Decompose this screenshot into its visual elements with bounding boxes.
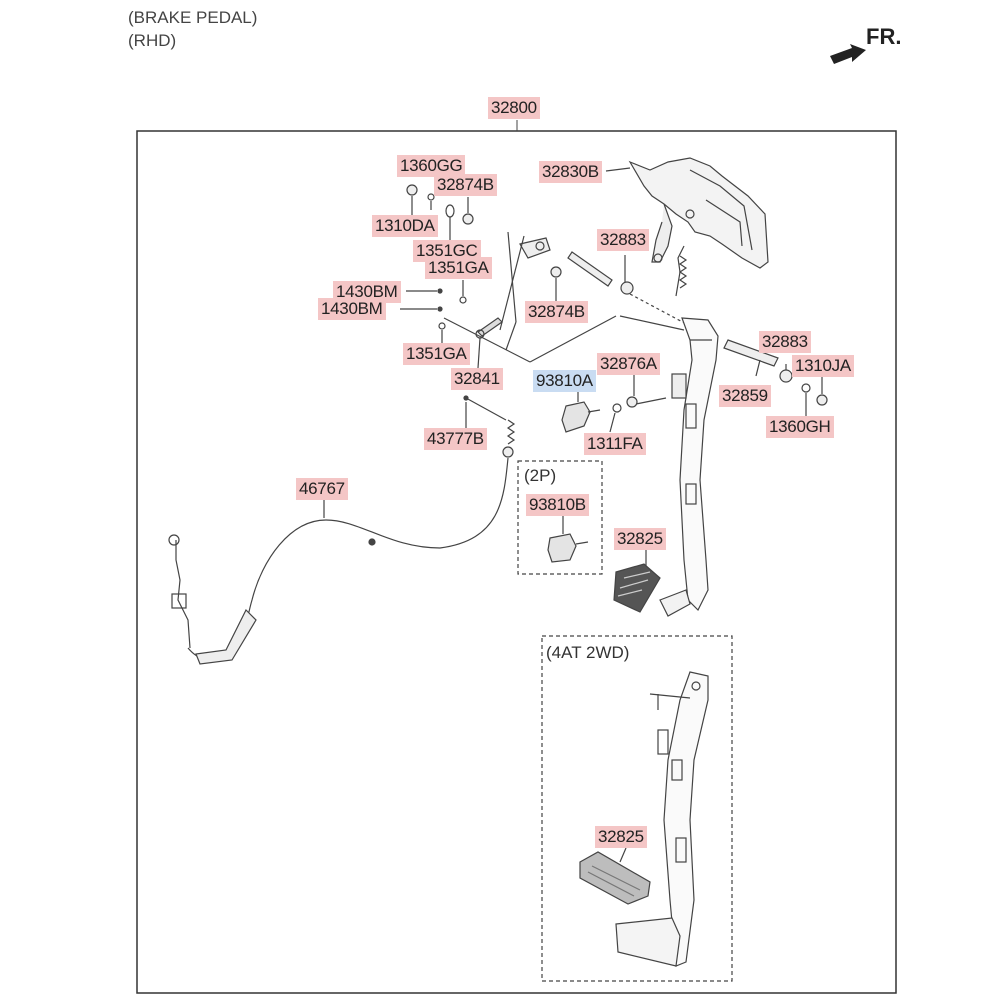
pin-1430bm-1 [437, 288, 443, 294]
part-label-1310da: 1310DA [372, 215, 438, 237]
diagram-title: (BRAKE PEDAL) [128, 8, 258, 27]
part-label-32859: 32859 [719, 385, 771, 407]
front-arrow-icon [830, 44, 866, 64]
part-label-32800: 32800 [488, 97, 540, 119]
brake-pedal-arm [529, 315, 719, 612]
nut-1360gg [406, 184, 418, 196]
brake-pedal-arm-4at-2wd [649, 671, 709, 967]
bushing-32874b-top [462, 213, 474, 225]
part-label-1351ga-bot: 1351GA [403, 343, 470, 365]
part-label-1310ja: 1310JA [792, 355, 854, 377]
assembly-frame [136, 130, 897, 994]
pin-1430bm-2 [437, 306, 443, 312]
bushing-32874b-mid [550, 266, 562, 278]
part-label-1430bm-2: 1430BM [318, 298, 386, 320]
bushing-32883-top [620, 281, 634, 295]
front-direction-label: FR. [866, 24, 902, 49]
part-label-43777b: 43777B [424, 428, 487, 450]
part-label-32876a: 32876A [597, 353, 660, 375]
part-label-32874b-top: 32874B [434, 174, 497, 196]
part-label-32874b-mid: 32874B [525, 301, 588, 323]
part-label-1360gh: 1360GH [766, 416, 834, 438]
variant-box-2p [517, 460, 603, 575]
push-rod-32841 [477, 317, 503, 337]
clip-1351ga-bot [438, 322, 446, 330]
nut-1310ja [816, 394, 828, 406]
part-label-1360gg: 1360GG [397, 155, 466, 177]
part-label-93810a: 93810A [533, 370, 596, 392]
cable-end-43777b [502, 446, 514, 458]
pedal-pad-32825-top [613, 563, 661, 613]
pivot-bolt [567, 251, 613, 287]
pedal-bracket-part [605, 157, 769, 297]
nut-1311fa [612, 403, 622, 413]
part-label-1351ga-top: 1351GA [425, 257, 492, 279]
part-label-32883-top: 32883 [597, 229, 649, 251]
part-label-1311fa: 1311FA [584, 433, 646, 455]
part-label-93810b: 93810B [526, 494, 589, 516]
variant-label-2p: (2P) [524, 466, 557, 485]
variant-label-4at-2wd: (4AT 2WD) [546, 643, 630, 662]
part-label-32825-bottom: 32825 [595, 826, 647, 848]
washer-1360gh [801, 383, 811, 393]
part-label-32825-top: 32825 [614, 528, 666, 550]
clip-1351ga-top [459, 296, 467, 304]
part-label-32883-right: 32883 [759, 331, 811, 353]
switch-spring [506, 419, 516, 445]
bushing-32883-right [779, 369, 793, 383]
stop-lamp-switch-93810b [547, 533, 577, 563]
part-label-32830b: 32830B [539, 161, 602, 183]
part-label-1430bm-1: 1430BM [333, 281, 401, 303]
stop-lamp-switch-93810a [561, 401, 591, 433]
part-label-32841: 32841 [451, 368, 503, 390]
stopper-32876a [626, 396, 638, 408]
part-label-1351gc: 1351GC [413, 240, 481, 262]
diagram-subtitle: (RHD) [128, 31, 177, 50]
clevis-bracket [519, 237, 551, 259]
return-spring [678, 255, 688, 289]
variant-box-4at-2wd [541, 635, 733, 982]
washer-1351gc [445, 204, 455, 218]
washer-1310da [427, 193, 435, 201]
part-label-46767: 46767 [296, 478, 348, 500]
